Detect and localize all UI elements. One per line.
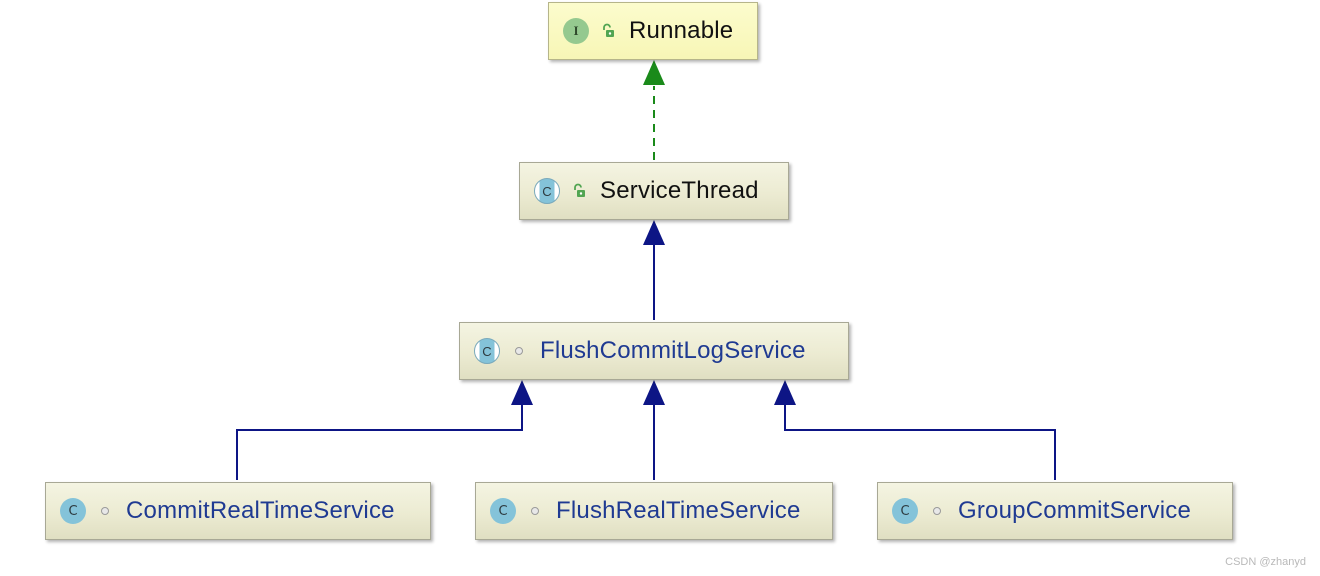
- abstract-class-icon: C: [474, 338, 500, 364]
- package-private-dot-icon: [508, 340, 530, 362]
- arrowhead-servicethread: [643, 220, 665, 245]
- node-servicethread[interactable]: C ServiceThread: [519, 162, 789, 220]
- arrowhead-fcls-right: [774, 380, 796, 405]
- public-lock-icon: [568, 180, 590, 202]
- node-label: ServiceThread: [600, 177, 759, 204]
- node-runnable[interactable]: I Runnable: [548, 2, 758, 60]
- node-label: FlushCommitLogService: [540, 337, 806, 364]
- watermark: CSDN @zhanyd: [1225, 556, 1306, 568]
- abstract-class-icon: C: [534, 178, 560, 204]
- interface-icon: I: [563, 18, 589, 44]
- package-private-dot-icon: [524, 500, 546, 522]
- class-icon: C: [60, 498, 86, 524]
- node-label: CommitRealTimeService: [126, 497, 395, 524]
- arrowhead-fcls-left: [511, 380, 533, 405]
- edge-groupcommitservice-extends-flushcommitlogservice: [784, 405, 1056, 480]
- node-label: GroupCommitService: [958, 497, 1191, 524]
- public-lock-icon: [597, 20, 619, 42]
- edge-commitrealtimeservice-extends-flushcommitlogservice: [236, 405, 523, 480]
- package-private-dot-icon: [926, 500, 948, 522]
- class-icon: C: [490, 498, 516, 524]
- node-flushcommitlogservice[interactable]: C FlushCommitLogService: [459, 322, 849, 380]
- node-groupcommitservice[interactable]: C GroupCommitService: [877, 482, 1233, 540]
- arrowhead-runnable: [643, 60, 665, 85]
- node-label: FlushRealTimeService: [556, 497, 801, 524]
- node-flushrealtimeservice[interactable]: C FlushRealTimeService: [475, 482, 833, 540]
- arrowhead-fcls-center: [643, 380, 665, 405]
- package-private-dot-icon: [94, 500, 116, 522]
- node-commitrealtimeservice[interactable]: C CommitRealTimeService: [45, 482, 431, 540]
- class-icon: C: [892, 498, 918, 524]
- node-label: Runnable: [629, 17, 734, 44]
